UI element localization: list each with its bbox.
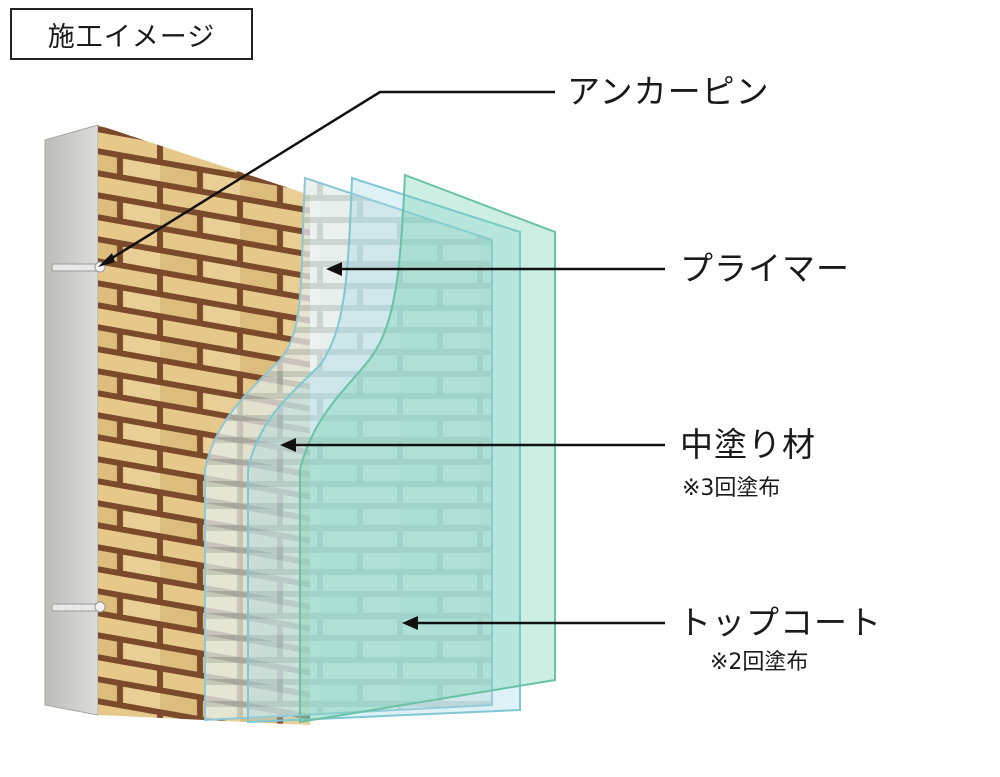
- mid-coat-layer: [247, 176, 521, 724]
- callout-line-top: [402, 616, 665, 630]
- mid-coat-label: 中塗り材: [680, 425, 816, 464]
- callout-line-primer: [326, 262, 665, 276]
- callout-line-anchor: [98, 90, 555, 267]
- primer-label: プライマー: [680, 249, 850, 288]
- mid-coat-note: ※3回塗布: [682, 476, 781, 501]
- primer-layer: [204, 176, 493, 722]
- anchor-pin-bottom: [51, 601, 106, 613]
- callout-line-mid: [280, 438, 665, 452]
- anchor-pin-label: アンカーピン: [567, 72, 770, 111]
- concrete-slab: [44, 124, 99, 716]
- top-coat-label: トップコート: [678, 603, 882, 642]
- diagram-title: 施工イメージ: [10, 8, 253, 60]
- top-coat-note: ※2回塗布: [710, 650, 809, 675]
- top-coat-layer: [299, 173, 556, 724]
- anchor-pin-top: [51, 261, 106, 273]
